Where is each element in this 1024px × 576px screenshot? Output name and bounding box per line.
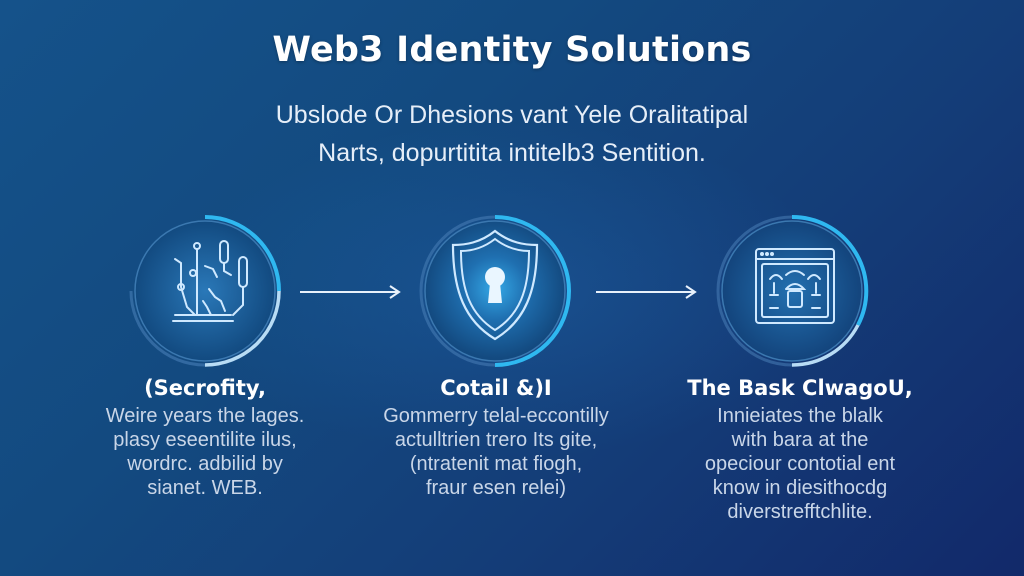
step-3-line: opeciour contotial ent [704, 453, 896, 475]
step-1-icon-circle [125, 211, 285, 371]
step-2-title: Cotail &)I [440, 376, 552, 400]
step-3-line: know in diesithocdg [712, 477, 888, 499]
arrow-right-icon [300, 285, 401, 299]
subtitle: Ubslode Or Dhesions vant Yele Oralitatip… [0, 96, 1024, 172]
shield-keyhole-icon [451, 229, 539, 341]
step-1-line: wordrc. adbilid by [127, 453, 283, 475]
browser-identity-icon [755, 248, 835, 324]
step-3-line: diverstrefftchlite. [727, 501, 873, 523]
subtitle-line-2: Narts, dopurtitita intitelb3 Sentition. [318, 139, 706, 167]
step-1-description: Weire years the lages. plasy eseentilite… [55, 404, 355, 500]
step-1-line: plasy eseentilite ilus, [113, 429, 297, 451]
step-2-line: actulltrien trero Its gite, [394, 429, 598, 451]
step-1-text: (Secrofity, Weire years the lages. plasy… [55, 376, 355, 500]
step-1-line: Weire years the lages. [105, 405, 305, 427]
step-3-description: Innieiates the blalk with bara at the op… [650, 404, 950, 524]
circuit-hand-icon [172, 240, 248, 322]
step-3-line: Innieiates the blalk [717, 405, 883, 427]
step-2-text: Cotail &)I Gommerry telal-eccontilly act… [346, 376, 646, 500]
step-3-title: The Bask ClwagoU, [687, 376, 913, 400]
page-title: Web3 Identity Solutions [272, 30, 752, 70]
step-1-title: (Secrofity, [144, 376, 266, 400]
step-3-icon-circle [712, 211, 872, 371]
step-3-line: with bara at the [731, 429, 869, 451]
step-1-line: sianet. WEB. [147, 477, 263, 499]
step-2-line: Gommerry telal-eccontilly [383, 405, 609, 427]
step-2-line: fraur esen relei) [425, 477, 567, 499]
arrow-right-icon [596, 285, 697, 299]
step-3-text: The Bask ClwagoU, Innieiates the blalk w… [650, 376, 950, 524]
step-2-description: Gommerry telal-eccontilly actulltrien tr… [346, 404, 646, 500]
subtitle-line-1: Ubslode Or Dhesions vant Yele Oralitatip… [275, 101, 749, 129]
step-2-icon-circle [415, 211, 575, 371]
step-2-line: (ntratenit mat fiogh, [409, 453, 583, 475]
